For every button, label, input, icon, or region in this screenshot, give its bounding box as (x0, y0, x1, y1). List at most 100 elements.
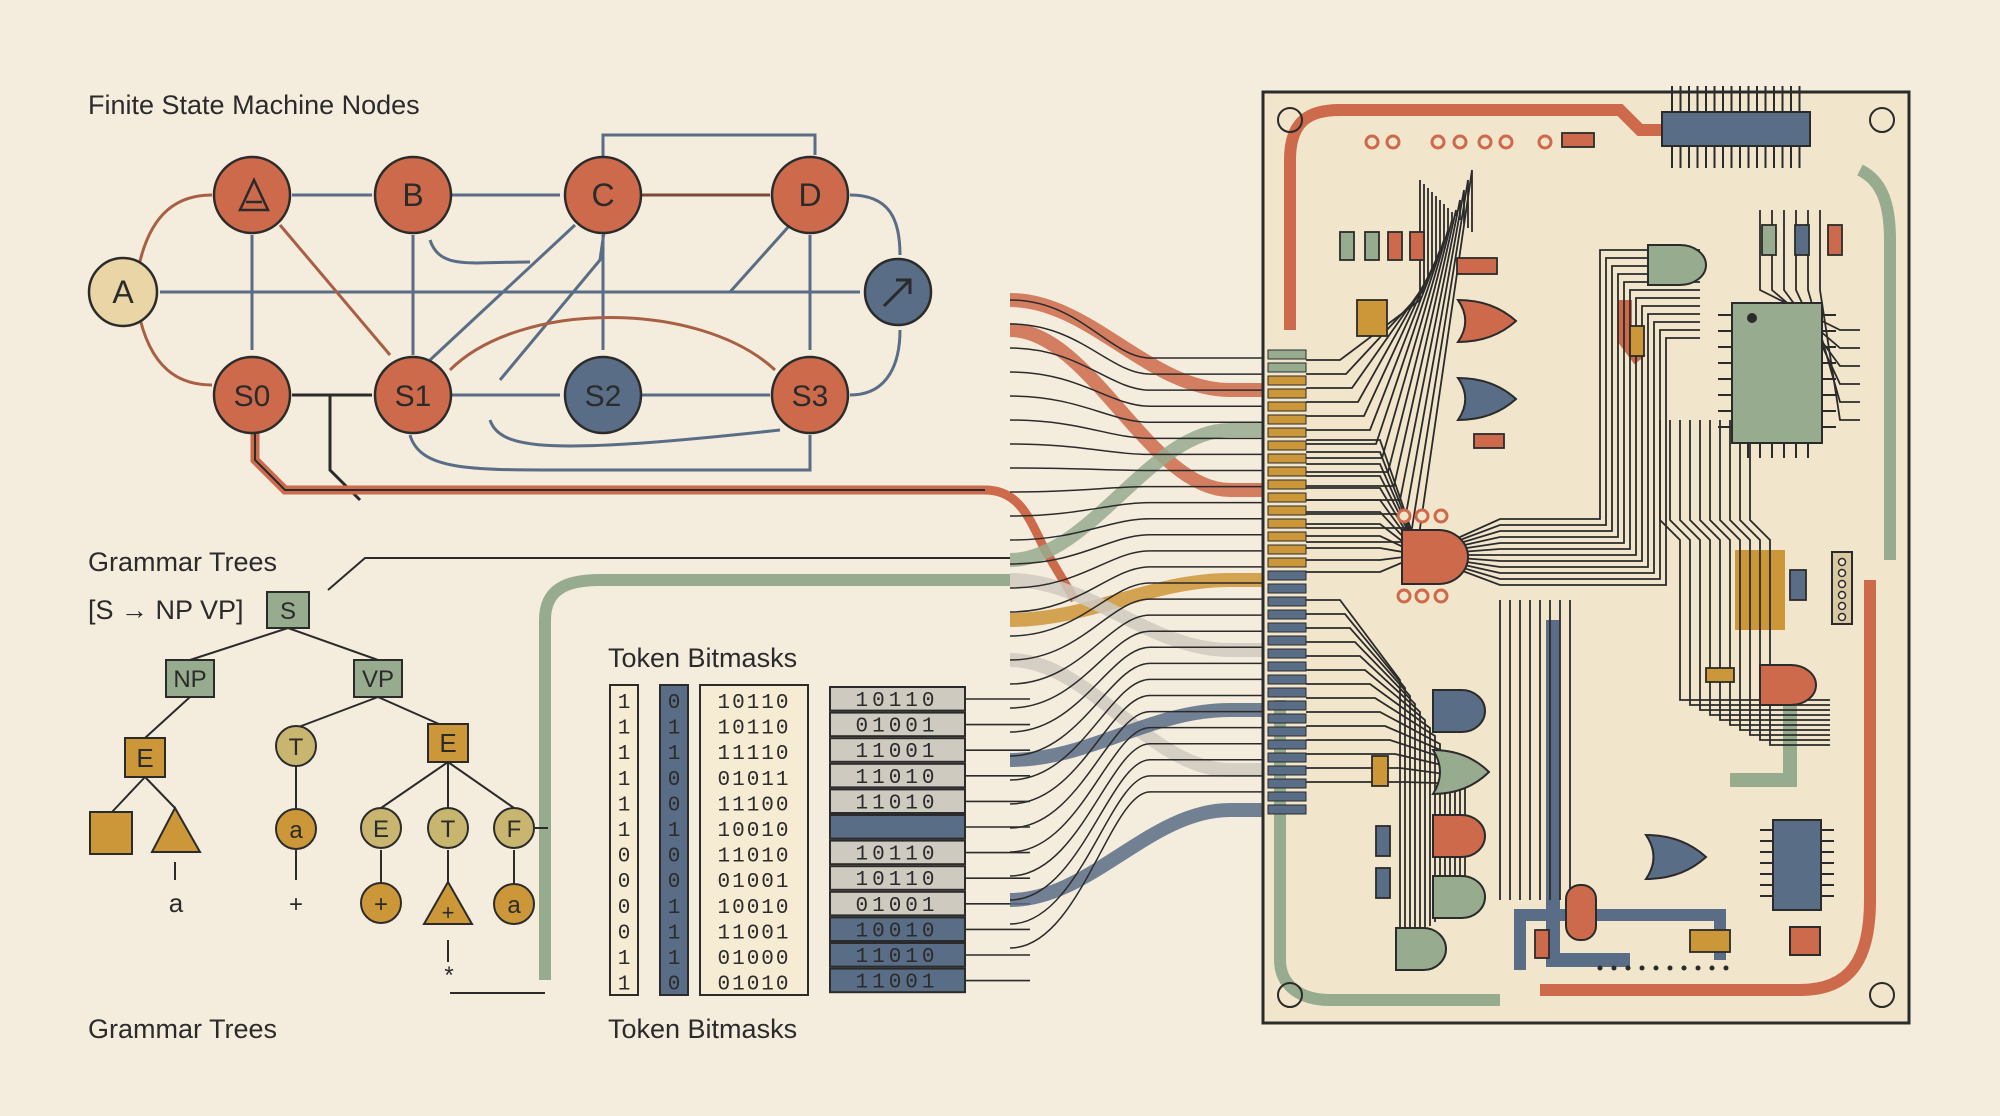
trace-blue-vertical (1546, 620, 1630, 967)
wire (1009, 598, 1268, 661)
edge-s1-s3-low (488, 419, 781, 448)
edge-pad (1267, 713, 1307, 724)
via-dot (1597, 965, 1603, 971)
passive-components (1339, 132, 1843, 959)
wire-band (1009, 573, 1268, 657)
resistor-icon (1371, 755, 1389, 787)
grammar-node-e-right: E (427, 723, 469, 763)
bitmask-bit: 1 (618, 692, 631, 715)
bitmask-bit: 1 (668, 922, 681, 945)
via-dot (1625, 965, 1631, 971)
component-square (1789, 926, 1821, 956)
trace-top-red (1284, 104, 1730, 330)
wire (1009, 662, 1268, 757)
fsm-node-a-label: A (112, 274, 134, 310)
test-point-icon (1396, 508, 1412, 524)
grammar-node-e-right-label: E (439, 728, 456, 758)
fsm-node-b-label: B (402, 177, 423, 213)
or-gate-icon (1456, 376, 1518, 422)
header-pin (1837, 590, 1847, 600)
wire (1009, 443, 1268, 456)
resistor-icon (1375, 867, 1391, 899)
fsm-node-b: B (373, 155, 453, 235)
fsm-node-s2: S2 (563, 355, 643, 435)
square-icon (89, 811, 133, 855)
resistor-icon (1629, 325, 1645, 357)
fsm-edges (136, 133, 902, 502)
via-dot (1723, 965, 1729, 971)
via-dot (1667, 965, 1673, 971)
grammar-node-a-circle: a (493, 883, 535, 925)
trace-green-short (1730, 680, 1797, 787)
resistor-icon (1794, 224, 1810, 256)
resistor-icon (1409, 231, 1425, 261)
bitmask-word: 10110 (717, 692, 790, 715)
bitmask-bit: 1 (668, 743, 681, 766)
bitmask-bit: 0 (668, 794, 681, 817)
grammar-node-e-child-label: E (373, 816, 389, 843)
bitmask-col4-rows: 1011001001110011101011010101101011001001… (829, 686, 1030, 995)
bitmask-row-word: 10110 (855, 690, 938, 713)
bitmask-title-top: Token Bitmasks (608, 643, 797, 673)
fsm-node-c: C (563, 155, 643, 235)
edge-s1-c2 (498, 224, 607, 381)
bitmask-word: 10010 (717, 820, 790, 843)
wire (1009, 742, 1268, 877)
grammar-node-np-label: NP (173, 666, 206, 693)
edge-pad (1267, 687, 1307, 698)
wire (1009, 485, 1268, 493)
grammar-title-top: Grammar Trees (88, 547, 277, 577)
and-gate-icon (1395, 927, 1447, 971)
edge-s3-out (849, 329, 902, 397)
wire (1009, 710, 1268, 829)
grammar-node-t-mid: T (275, 725, 317, 767)
wire-band (1009, 423, 1268, 567)
bitmask-bit: 0 (668, 769, 681, 792)
edge-pad (1267, 453, 1307, 464)
resistor-icon (1827, 224, 1843, 256)
edge-s1-s3-arc (448, 316, 777, 372)
grammar-link-line (327, 557, 1010, 591)
bitmask-row-word: 01001 (855, 716, 938, 739)
wire (1009, 775, 1268, 925)
resistor-icon (1534, 929, 1550, 959)
test-point-icon (1452, 134, 1468, 150)
edge-pad (1267, 427, 1307, 438)
resistor-icon (1561, 132, 1595, 148)
resistor-icon (1375, 825, 1391, 857)
trace-left-green (1274, 700, 1500, 1006)
wire (1009, 299, 1268, 359)
via-dot (1695, 965, 1701, 971)
mount-hole-icon (1869, 107, 1895, 133)
wire-bundle (1009, 293, 1268, 949)
grammar-node-f-child-label: F (507, 816, 522, 843)
via-dot (1639, 965, 1645, 971)
bitmask-bit: 1 (618, 820, 631, 843)
triangle-icon (150, 805, 202, 853)
bitmask-col3-values: 1011010110111100101111100100101101001001… (717, 692, 790, 997)
and-gate-icon (1759, 664, 1817, 706)
edge-pad (1267, 804, 1307, 815)
grammar-rule: [S → NP VP] (88, 595, 244, 625)
edge-pad (1267, 674, 1307, 685)
wire (1009, 566, 1268, 613)
bitmask-bit: 1 (668, 948, 681, 971)
wire (1009, 395, 1268, 424)
fsm-node-a: A (87, 256, 159, 328)
bitmask-bit: 0 (668, 974, 681, 997)
edge-pad (1267, 648, 1307, 659)
edge-pad (1267, 440, 1307, 451)
header-pin (1837, 601, 1847, 611)
resistor-icon (1473, 433, 1505, 449)
fsm-node-s0: S0 (212, 355, 292, 435)
via-dot (1681, 965, 1687, 971)
bitmask-word: 01011 (717, 769, 790, 792)
resistor-icon (1761, 224, 1777, 256)
chip-lower (1760, 819, 1834, 911)
grammar-node-f-child: F (493, 807, 535, 849)
test-point-icon (1477, 134, 1493, 150)
and-gate-icon (1647, 244, 1707, 286)
wire (1009, 678, 1268, 781)
edge-connector (1267, 349, 1307, 815)
bitmask-bit: 0 (668, 846, 681, 869)
